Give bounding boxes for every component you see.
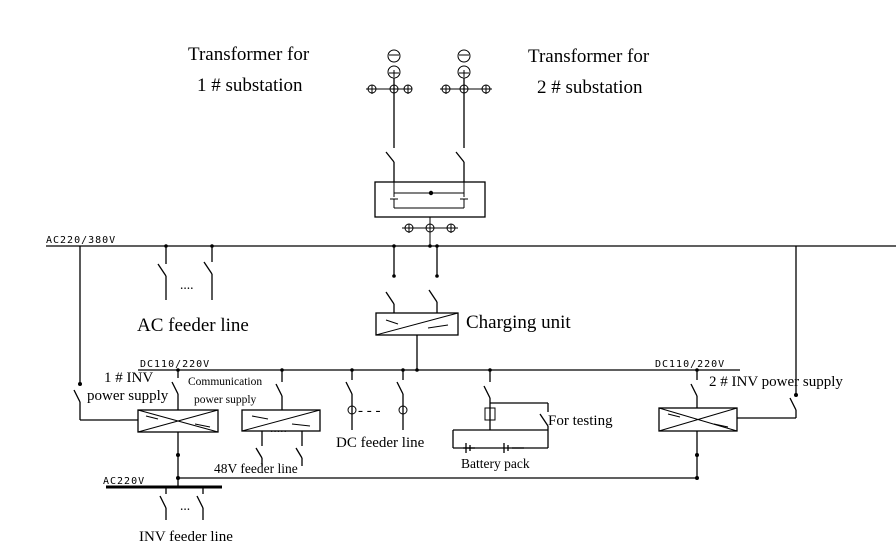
- inv1-ac-switch: [73, 389, 138, 421]
- charging-unit-box: [375, 312, 459, 336]
- transformer-1-ct-group: [366, 84, 413, 94]
- transformer-1-symbol: [387, 49, 401, 79]
- ac-feeder-label: AC feeder line: [137, 315, 249, 336]
- charger-feed-switch-1: [385, 244, 396, 313]
- inv1-dc-switch: [171, 368, 180, 410]
- charging-unit-label: Charging unit: [466, 312, 571, 333]
- battery-pack-symbol: [452, 429, 548, 453]
- dc-feeder-switch-2: [396, 368, 408, 430]
- feeder-48v-switch-2: [295, 431, 303, 466]
- feeder-48v-switch-1: [255, 431, 263, 466]
- ac-bus-junction-dot: [428, 244, 432, 248]
- battery-branch-switch: [483, 368, 492, 430]
- inv1-label-line2: power supply: [87, 388, 169, 404]
- dc-bus-right-label: DC110/220V: [655, 359, 725, 370]
- transformer-1-label-line2: 1 # substation: [197, 75, 303, 96]
- transformer-2-ct-group: [440, 84, 492, 94]
- comm-power-box: [241, 409, 321, 432]
- transformer-2-label-line2: 2 # substation: [537, 77, 643, 98]
- transformer-2-label-line1: Transformer for: [528, 46, 650, 67]
- transformer-2-symbol: [457, 49, 471, 79]
- ac-bus-label: AC220/380V: [46, 235, 116, 246]
- inv-feeder-label: INV feeder line: [139, 529, 233, 545]
- inv-feeder-switch-2: [196, 487, 204, 520]
- ac-feeder-switch-1: [157, 244, 168, 300]
- inv2-dc-switch: [690, 368, 699, 408]
- inv2-box: [658, 407, 738, 432]
- charger-feed-switch-2: [428, 244, 439, 313]
- testing-branch: [490, 402, 549, 448]
- dc-feeder-switch-1: [345, 368, 357, 430]
- dc-bus-left-label: DC110/220V: [140, 359, 210, 370]
- feeder-48v-label: 48V feeder line: [214, 461, 298, 476]
- inv-feeder-switch-1: [159, 487, 167, 520]
- inv1-box: [137, 409, 219, 433]
- dc-feeder-dash: - - -: [358, 403, 381, 419]
- inv2-label: 2 # INV power supply: [709, 374, 843, 390]
- inv2-ac-switch: [737, 397, 797, 419]
- transfer-output-ct-group: [402, 217, 458, 246]
- inv-feeder-ellipsis: ...: [180, 498, 190, 513]
- comm-label-line2: power supply: [194, 394, 257, 406]
- dc-feeder-label: DC feeder line: [336, 435, 425, 451]
- ac-feeder-switch-2: [203, 244, 214, 300]
- battery-pack-label: Battery pack: [461, 456, 530, 471]
- ac220-bus-label: AC220V: [103, 476, 145, 487]
- comm-label-line1: Communication: [188, 376, 262, 388]
- ac-feeder-ellipsis: ....: [180, 277, 194, 292]
- transformer-2-switch: [455, 151, 465, 182]
- for-testing-label: For testing: [548, 413, 613, 429]
- transformer-1-switch: [385, 151, 395, 182]
- battery-fuse: [484, 407, 496, 421]
- feeder-48v-ellipsis: .....: [270, 420, 287, 435]
- inv1-label-line1: 1 # INV: [104, 370, 153, 386]
- comm-dc-switch: [275, 368, 284, 410]
- transformer-1-label-line1: Transformer for: [188, 44, 310, 65]
- transfer-switch-box: [374, 181, 486, 218]
